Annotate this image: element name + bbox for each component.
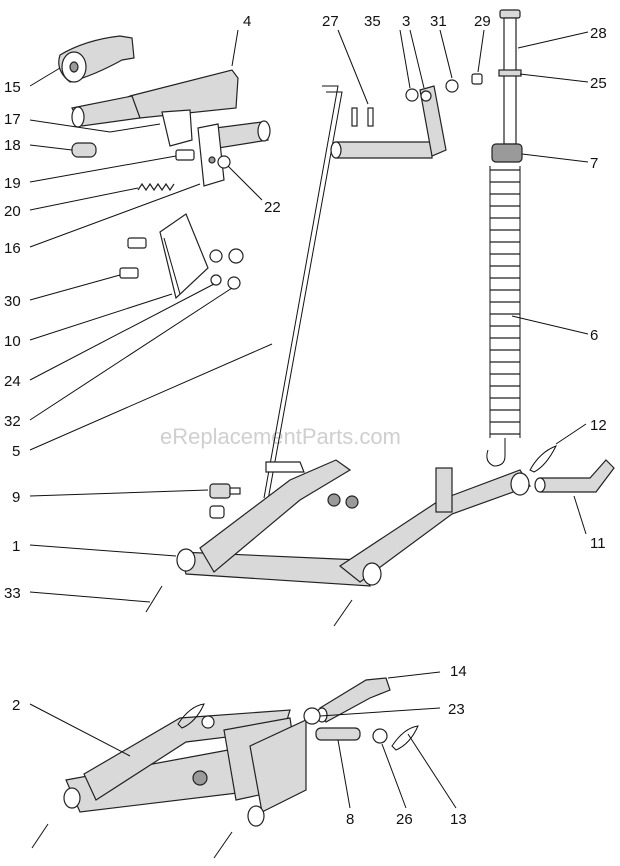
part-17-rod [109, 123, 161, 133]
callout-27: 27 [322, 13, 339, 30]
callout-11: 11 [590, 535, 606, 552]
part-19-pin [175, 149, 195, 161]
part-5-rod [263, 85, 343, 501]
part-10-plate [159, 213, 209, 300]
part-20-spring [137, 182, 175, 192]
callout-3: 3 [402, 13, 410, 30]
callout-33: 33 [4, 585, 21, 602]
part-31-nut [445, 79, 459, 93]
part-28-bolt [498, 9, 522, 145]
part-35-washer [405, 88, 419, 102]
callout-17: 17 [4, 111, 21, 128]
callout-labels: 4 27 35 3 31 29 28 15 25 17 18 7 19 20 2… [4, 13, 607, 828]
callout-31: 31 [430, 13, 447, 30]
part-29-screw [471, 73, 483, 85]
callout-12: 12 [590, 417, 607, 434]
callout-2: 2 [12, 697, 20, 714]
part-6-spring [486, 166, 521, 467]
callout-20: 20 [4, 203, 21, 220]
callout-7: 7 [590, 155, 598, 172]
callout-24: 24 [4, 373, 21, 390]
callout-25: 25 [590, 75, 607, 92]
part-3-lever [330, 85, 447, 159]
part-23-nut [303, 707, 321, 725]
callout-16: 16 [4, 240, 21, 257]
callout-28: 28 [590, 25, 607, 42]
callout-22: 22 [264, 199, 281, 216]
callout-1: 1 [12, 538, 20, 555]
callout-14: 14 [450, 663, 467, 680]
callout-6: 6 [590, 327, 598, 344]
part-18-plug [71, 142, 97, 158]
callout-18: 18 [4, 137, 21, 154]
part-24-washers [209, 249, 223, 286]
callout-5: 5 [12, 443, 20, 460]
callout-35: 35 [364, 13, 381, 30]
part-7-spring-cap [491, 143, 523, 163]
leader-lines [29, 29, 589, 809]
callout-29: 29 [474, 13, 491, 30]
callout-19: 19 [4, 175, 21, 192]
part-11-pin [534, 459, 615, 493]
callout-10: 10 [4, 333, 21, 350]
part-16-latch [197, 123, 225, 187]
part-2-frame [31, 703, 307, 859]
callout-9: 9 [12, 489, 20, 506]
part-15-grip [58, 35, 135, 83]
part-27-pins [351, 107, 374, 127]
part-1-frame [176, 459, 531, 587]
part-32-nuts [227, 248, 244, 290]
callout-30: 30 [4, 293, 21, 310]
part-30-bolts [119, 237, 147, 279]
part-13-clip [391, 725, 419, 751]
callout-8: 8 [346, 811, 354, 828]
callout-13: 13 [450, 811, 467, 828]
part-26-washer [372, 728, 388, 744]
callout-26: 26 [396, 811, 413, 828]
callout-23: 23 [448, 701, 465, 718]
callout-15: 15 [4, 79, 21, 96]
part-8-pin [315, 727, 361, 741]
callout-32: 32 [4, 413, 21, 430]
part-33-pin [145, 585, 353, 627]
part-12-clip [529, 445, 558, 473]
callout-4: 4 [243, 13, 251, 30]
part-22-nut [217, 155, 231, 169]
part-9-bolt [209, 483, 241, 519]
watermark: eReplacementParts.com [160, 424, 401, 449]
part-4-handle-tube [71, 69, 271, 151]
